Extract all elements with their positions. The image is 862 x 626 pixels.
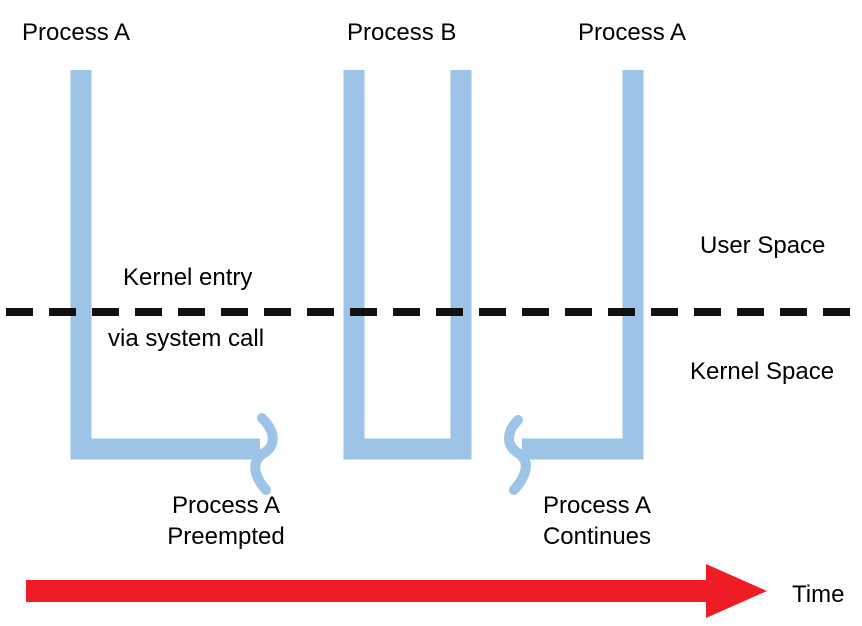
continues-label-line2: Continues [542,523,652,551]
process-b-execution-path [343,70,472,460]
process-a-right-label: Process A [578,19,687,46]
preempted-label-line1: Process A [171,492,281,519]
continues-label-line1: Process A [542,492,652,519]
preemption-break-mark [250,413,278,495]
preempted-label-line2: Preempted [167,523,285,551]
preempted-label: Process A Preempted [167,490,284,552]
time-arrow [26,564,767,618]
continuation-break-mark [504,415,531,495]
process-a-left-label: Process A [22,19,131,46]
kernel-space-label: Kernel Space [690,358,835,385]
continues-label: Process A Continues [543,490,651,552]
user-space-label: User Space [700,232,826,259]
time-label: Time [792,581,845,608]
process-a-execution-path [70,70,260,460]
kernel-entry-label: Kernel entry [123,264,253,291]
via-system-call-label: via system call [108,325,265,352]
process-a-resume-path [522,70,644,460]
process-b-label: Process B [347,19,457,46]
